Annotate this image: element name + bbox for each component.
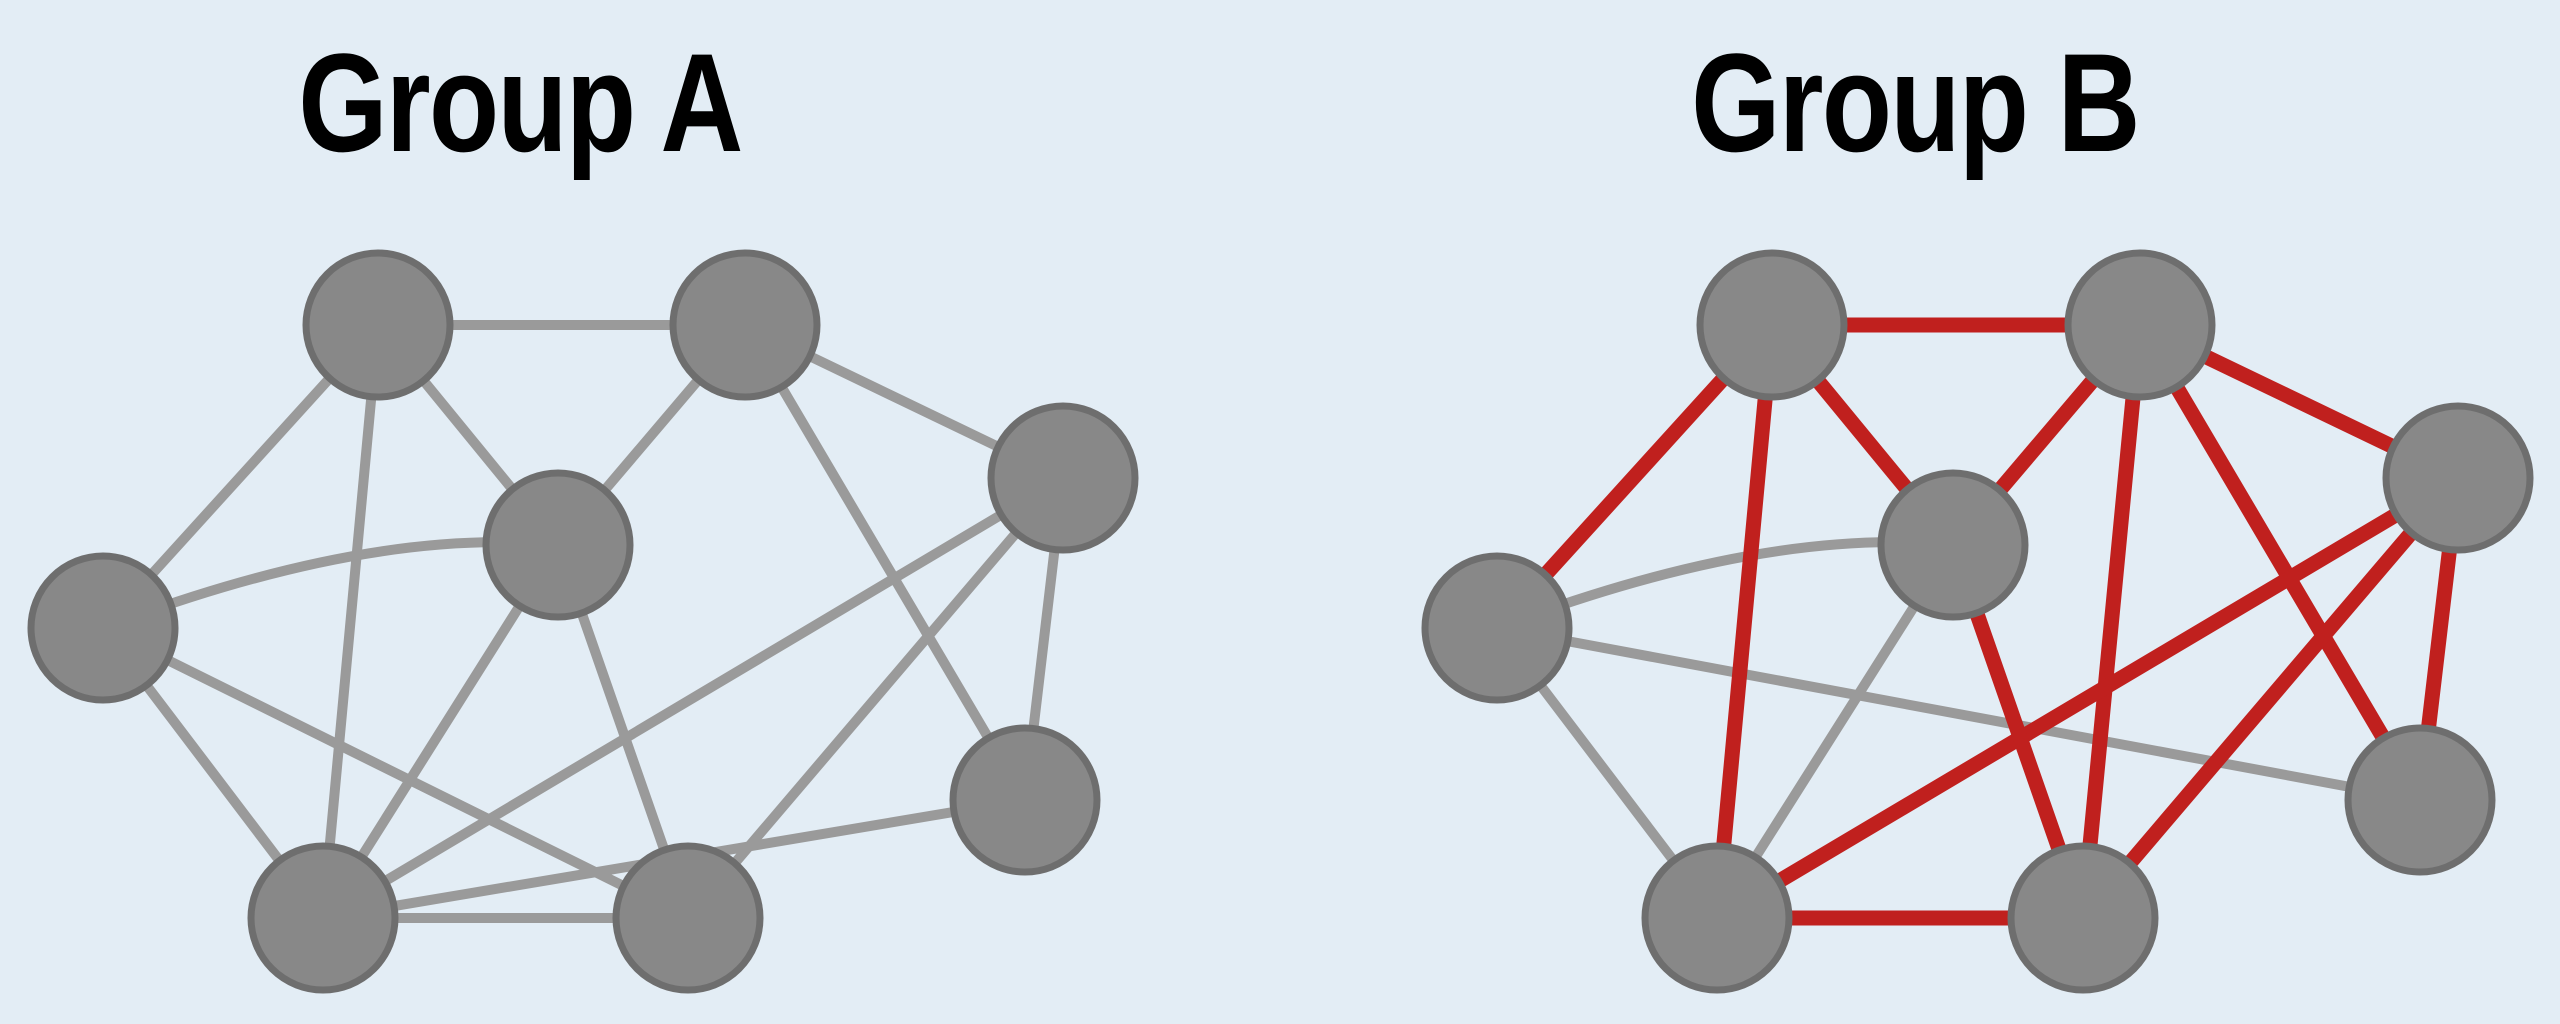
node-n7 (2007, 842, 2159, 994)
edge-n3-n6 (318, 473, 1068, 923)
edge-n1-n6 (1709, 317, 1780, 926)
node-layer (27, 249, 1139, 994)
node-n5 (1421, 552, 1573, 704)
group-a-network (27, 249, 1139, 994)
node-n3 (2382, 402, 2534, 554)
node-n6 (247, 842, 399, 994)
edge-n3-n7 (2075, 470, 2466, 926)
group-b-title: Group B (1691, 24, 2140, 181)
node-n7 (612, 842, 764, 994)
node-n6 (1641, 842, 1793, 994)
group-b-network (1421, 249, 2534, 994)
node-n1 (302, 249, 454, 401)
node-n2 (669, 249, 821, 401)
node-n4 (1877, 469, 2029, 621)
node-n1 (1696, 249, 1848, 401)
edge-n1-n6 (318, 320, 383, 923)
node-n3 (987, 402, 1139, 554)
edge-n2-n8 (2132, 317, 2428, 808)
edge-n3-n6 (1709, 470, 2466, 926)
group-a-title: Group A (298, 24, 743, 181)
node-n8 (949, 724, 1101, 876)
edge-n2-n8 (740, 320, 1030, 805)
node-layer (1421, 249, 2534, 994)
edge-layer (1489, 317, 2466, 926)
node-n4 (482, 469, 634, 621)
edge-n2-n7 (2075, 317, 2148, 926)
node-n8 (2344, 724, 2496, 876)
node-n2 (2064, 249, 2216, 401)
edge-layer (98, 320, 1068, 923)
node-n5 (27, 552, 179, 704)
edge-n5-n8 (1492, 623, 2425, 805)
